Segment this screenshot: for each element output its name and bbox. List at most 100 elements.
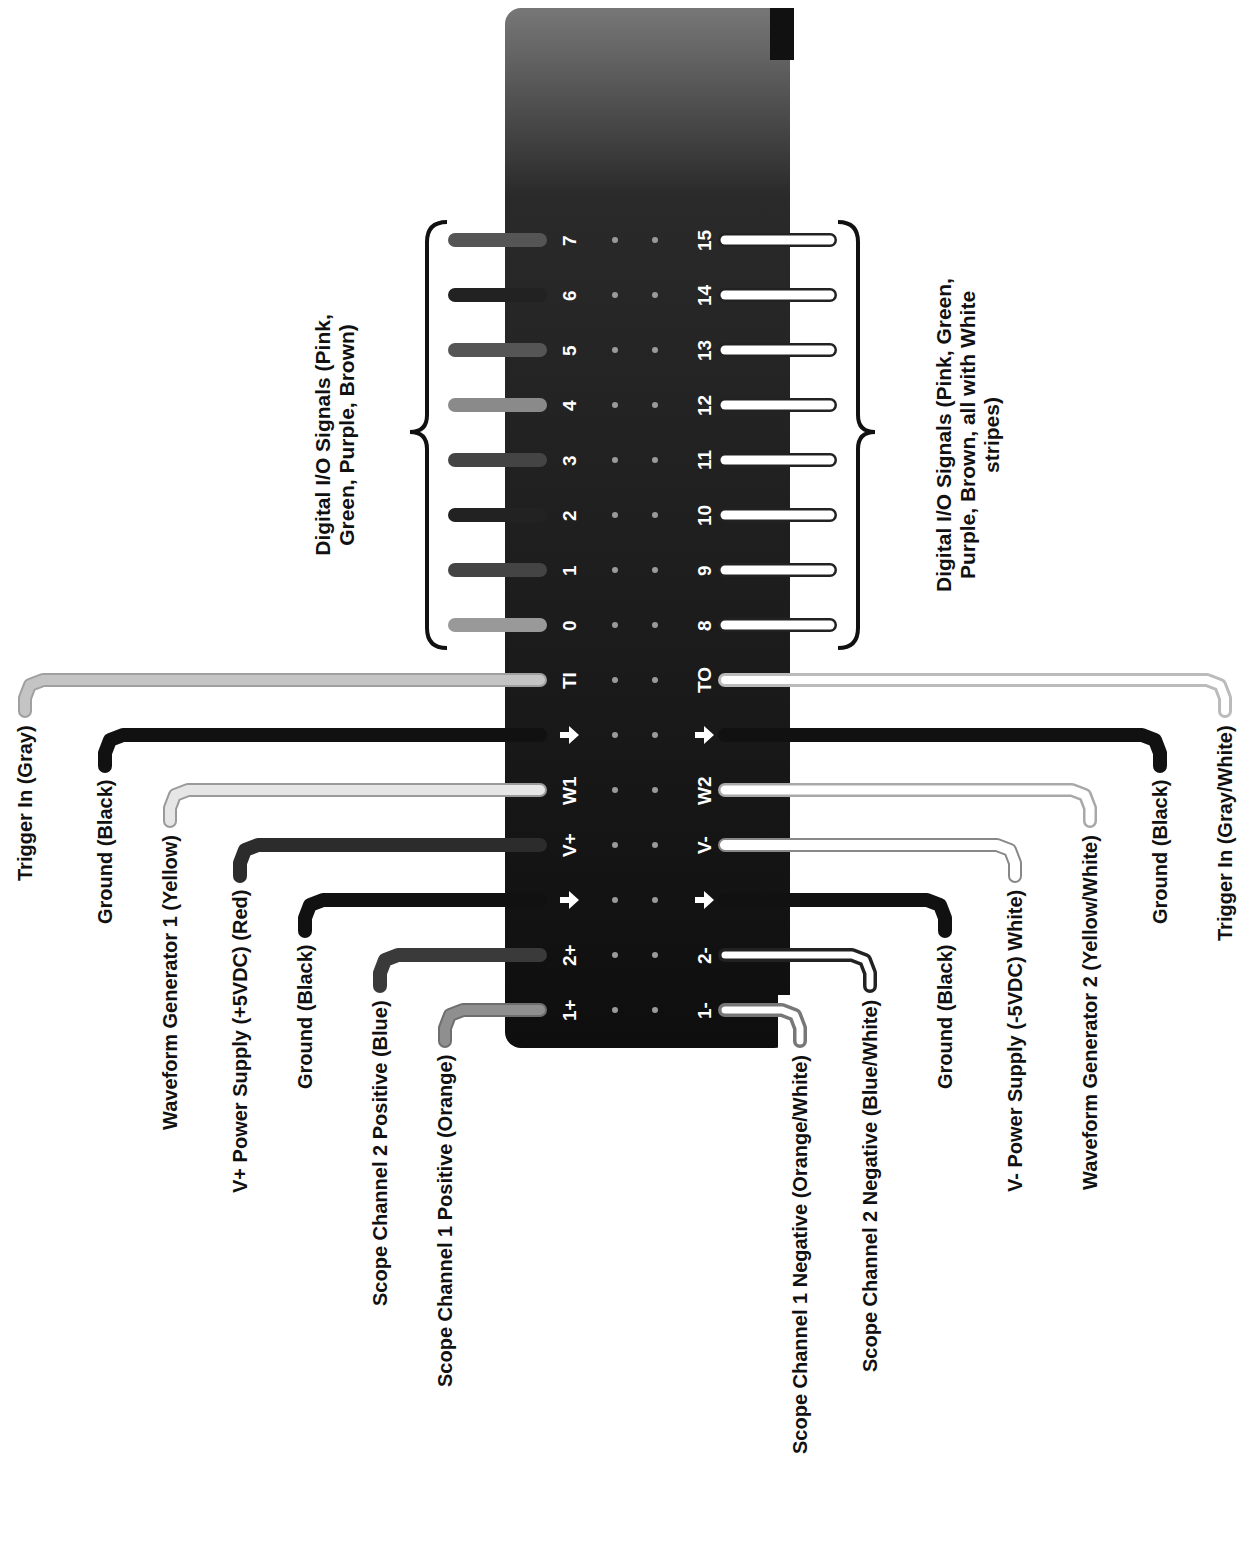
wire — [725, 460, 830, 461]
wire-stripe — [725, 566, 830, 575]
pin-hole — [652, 952, 658, 958]
wire-sheath — [455, 288, 540, 302]
wire-label: Trigger In (Gray) — [14, 725, 37, 881]
ground-symbols — [560, 726, 714, 909]
pin-label: 11 — [694, 450, 716, 470]
wire-sheath — [455, 563, 540, 577]
pin-hole — [652, 622, 658, 628]
wire-sheath — [455, 618, 540, 632]
wire-stripe — [725, 955, 870, 986]
wire-sheath — [725, 343, 830, 357]
ground-arrow — [560, 726, 579, 744]
wire — [725, 240, 830, 241]
wire-stripe — [725, 680, 1225, 711]
wire — [380, 955, 540, 986]
wire-sheath — [725, 735, 1160, 766]
wire-sheath — [25, 680, 540, 711]
pin-hole — [612, 402, 618, 408]
pin-label: TO — [694, 667, 716, 693]
wire-sheath — [725, 845, 1015, 876]
wire-stripe — [725, 790, 1090, 821]
wire-stripe — [725, 346, 830, 355]
wire — [725, 625, 830, 626]
wire-sheath — [455, 453, 540, 467]
wire — [725, 350, 830, 351]
wire-sheath — [725, 790, 1090, 821]
wire-sheath — [725, 900, 945, 931]
wire-sheath — [380, 955, 540, 986]
wire — [725, 515, 830, 516]
pin-hole — [612, 897, 618, 903]
wire-stripe — [445, 1010, 540, 1041]
pin-label: TI — [559, 672, 581, 689]
wire-sheath — [725, 955, 870, 986]
wire-sheath — [105, 735, 540, 766]
wires — [25, 240, 1225, 1041]
wire-sheath — [725, 288, 830, 302]
wire-label: Scope Channel 2 Negative (Blue/White) — [859, 1000, 882, 1372]
wire — [455, 240, 540, 241]
pin-label: 7 — [559, 235, 581, 246]
pin-holes — [612, 237, 658, 1013]
wire — [455, 515, 540, 516]
wire — [725, 955, 870, 986]
pin-hole — [652, 842, 658, 848]
pin-hole — [652, 677, 658, 683]
pin-label: 0 — [559, 620, 581, 631]
pin-hole — [652, 512, 658, 518]
bracket — [838, 222, 875, 648]
pin-label: 2+ — [559, 944, 581, 966]
pin-label: W2 — [694, 776, 716, 805]
wire-label: Scope Channel 1 Positive (Orange) — [434, 1055, 457, 1387]
pin-label: 2- — [694, 947, 716, 964]
wire — [305, 900, 540, 931]
wire — [455, 350, 540, 351]
wire-label: Ground (Black) — [1149, 780, 1172, 924]
wire — [725, 405, 830, 406]
wire-stripe — [725, 845, 1015, 876]
wire-sheath — [455, 398, 540, 412]
wire-sheath — [170, 790, 540, 821]
wire-sheath — [725, 233, 830, 247]
wire-sheath — [240, 845, 540, 876]
wire — [170, 790, 540, 821]
wire-sheath — [725, 563, 830, 577]
wire-stripe — [725, 236, 830, 245]
pin-label: 1+ — [559, 999, 581, 1021]
wire — [455, 295, 540, 296]
wire-stripe — [725, 621, 830, 630]
pin-label: V- — [694, 836, 716, 854]
pin-label: 1- — [694, 1002, 716, 1019]
wire — [725, 680, 1225, 711]
wire-sheath — [725, 508, 830, 522]
pin-hole — [652, 897, 658, 903]
wire — [105, 735, 540, 766]
ground-arrow — [560, 891, 579, 909]
wire — [455, 570, 540, 571]
pin-label: 13 — [694, 339, 716, 360]
wire-stripe — [725, 291, 830, 300]
pin-label: 1 — [559, 565, 581, 576]
pin-hole — [612, 457, 618, 463]
pin-hole — [652, 292, 658, 298]
pin-hole — [652, 567, 658, 573]
pin-hole — [652, 457, 658, 463]
pin-label: W1 — [559, 776, 581, 805]
wire-label: Ground (Black) — [934, 945, 957, 1089]
wire-sheath — [725, 1010, 800, 1041]
wire-stripe — [725, 511, 830, 520]
pin-hole — [612, 952, 618, 958]
ground-arrow — [695, 891, 714, 909]
wire-label: Trigger In (Gray/White) — [1214, 725, 1237, 941]
wire-label: Waveform Generator 2 (Yellow/White) — [1079, 835, 1102, 1190]
connector-body — [505, 8, 790, 1048]
wire-sheath — [725, 453, 830, 467]
pin-label: 14 — [694, 284, 716, 305]
wire-sheath — [725, 680, 1225, 711]
connector-tab — [770, 8, 794, 60]
pin-label: 10 — [694, 504, 716, 525]
wire-sheath — [305, 900, 540, 931]
ground-arrow — [695, 726, 714, 744]
pin-hole — [652, 237, 658, 243]
